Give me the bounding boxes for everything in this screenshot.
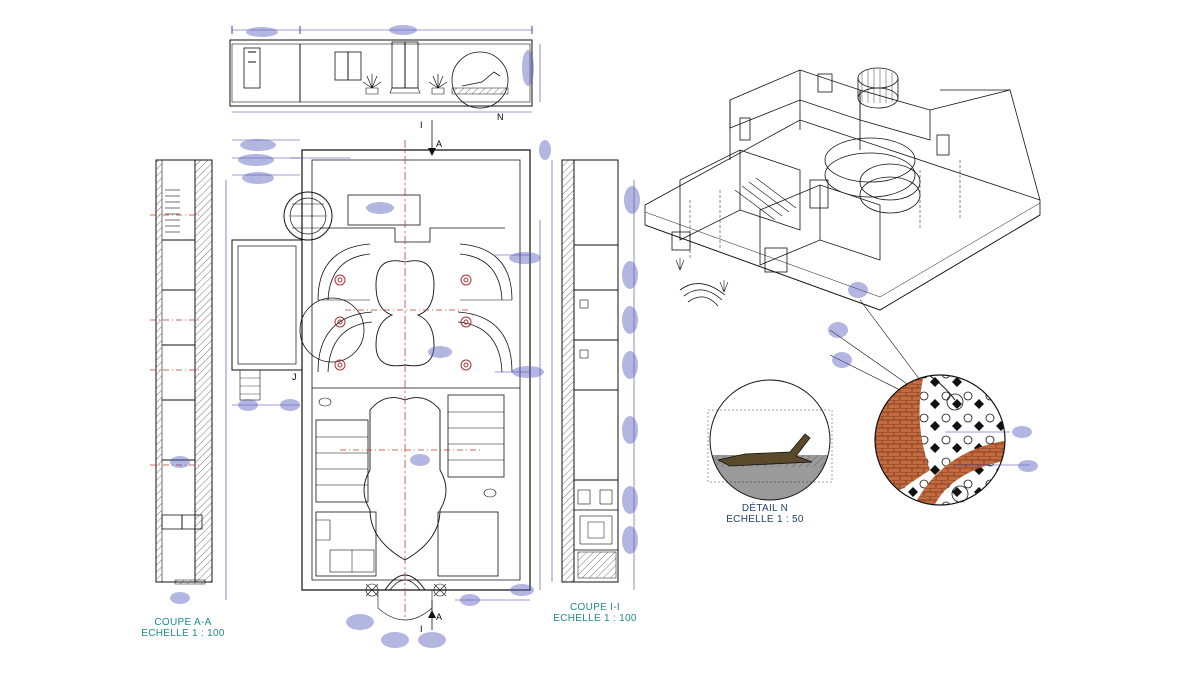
floor-plan	[231, 149, 531, 621]
section-i-bottom-label: I	[420, 624, 423, 634]
section-ii	[551, 159, 635, 590]
section-i-top-label: I	[420, 120, 423, 130]
caption-detail-n-title: DÉTAIL N	[741, 503, 789, 514]
caption-coupe-aa: COUPE A-A ECHELLE 1 : 100	[128, 617, 238, 639]
section-a-bottom-label: A	[436, 612, 442, 622]
section-a-top-label: A	[436, 139, 442, 149]
detail-bubble-drawing	[874, 374, 1030, 506]
caption-coupe-ii-scale: ECHELLE 1 : 100	[553, 613, 637, 624]
detail-n-drawing	[707, 379, 833, 501]
caption-coupe-ii-title: COUPE I-I	[570, 602, 620, 613]
arrow-marker-icon	[428, 148, 436, 618]
section-aa	[155, 159, 227, 600]
detail-ref-n-label: N	[497, 112, 504, 122]
j-mark-label: J	[292, 372, 297, 382]
top-elevation	[229, 26, 541, 113]
caption-coupe-ii: COUPE I-I ECHELLE 1 : 100	[540, 602, 650, 624]
dimension-annotations	[170, 25, 1038, 648]
caption-coupe-aa-title: COUPE A-A	[154, 617, 212, 628]
caption-detail-n-scale: ECHELLE 1 : 50	[726, 514, 804, 525]
caption-detail-n: DÉTAIL N ECHELLE 1 : 50	[710, 503, 820, 525]
isometric-view	[644, 67, 1041, 411]
caption-coupe-aa-scale: ECHELLE 1 : 100	[141, 628, 225, 639]
